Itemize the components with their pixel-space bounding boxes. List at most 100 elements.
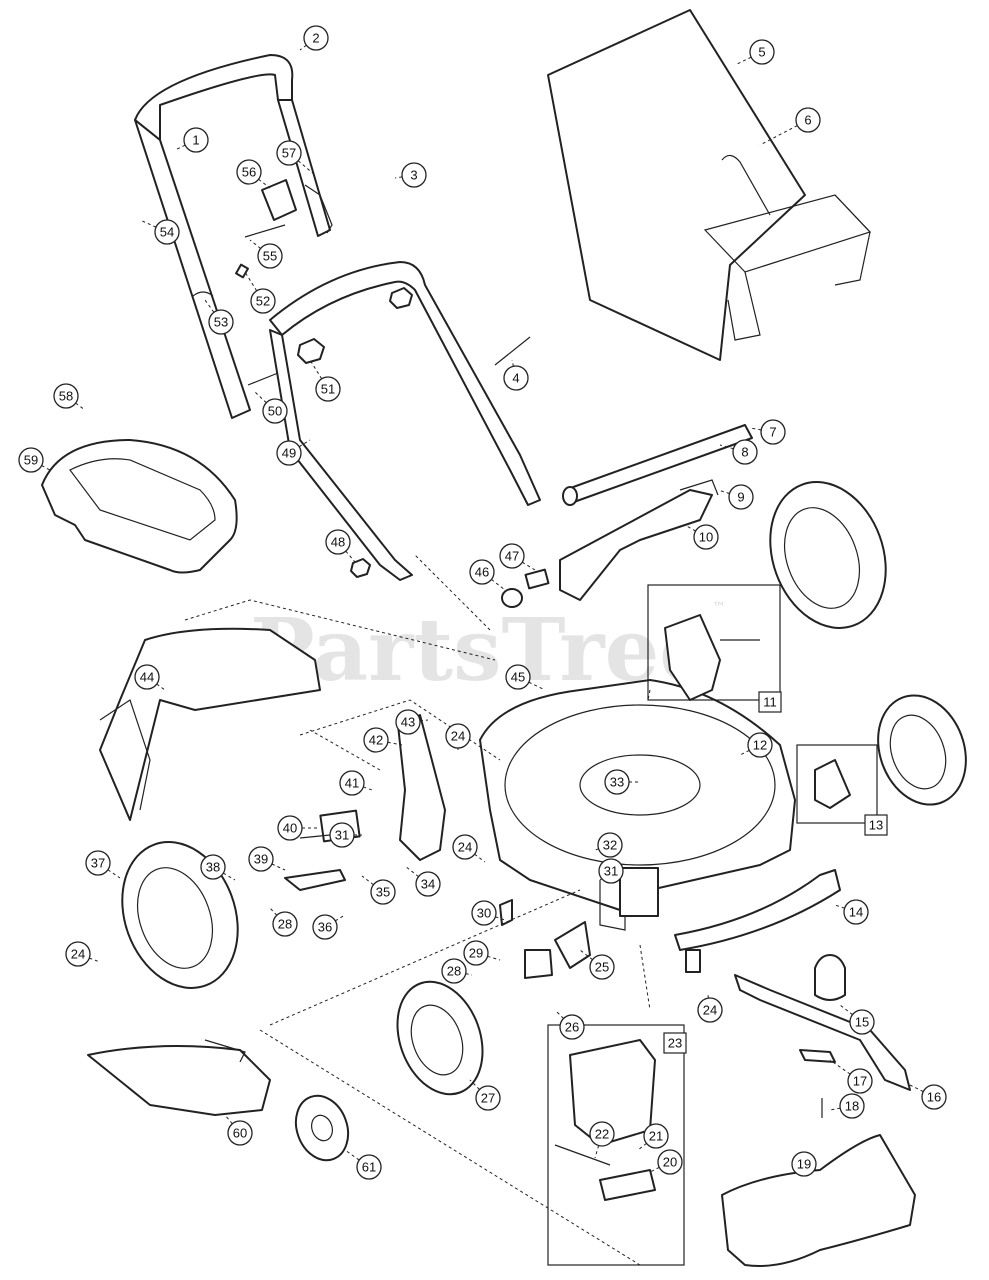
callout-label: 27	[481, 1091, 495, 1106]
callout-46: 46	[469, 559, 506, 591]
callout-circle	[415, 871, 441, 897]
adjuster-parts	[501, 568, 550, 608]
callout-leader	[834, 904, 857, 913]
callout-label: 39	[254, 852, 268, 867]
callout-35: 35	[361, 875, 396, 905]
callout-label: 33	[610, 775, 624, 790]
callout-21: 21	[637, 1123, 669, 1151]
callout-circle	[339, 770, 365, 796]
callout-31b: 31	[598, 858, 624, 884]
callout-label: 7	[769, 425, 776, 440]
callout-leader	[375, 739, 403, 746]
callout-circle	[356, 1154, 382, 1180]
callout-leader	[174, 139, 197, 151]
callout-leader	[139, 219, 168, 233]
callout-34: 34	[404, 865, 441, 897]
callout-circle	[499, 543, 525, 569]
callout-leader	[909, 1084, 935, 1098]
callout-leader	[324, 914, 346, 928]
callout-circle	[849, 1009, 875, 1035]
callout-label: 38	[206, 860, 220, 875]
callout-40: 40	[277, 815, 318, 841]
callout-leader	[734, 51, 763, 66]
callout-label: 24	[703, 1003, 717, 1018]
callout-circle	[272, 911, 298, 937]
callout-29: 29	[463, 940, 501, 966]
boxed-callout-label: 23	[668, 1036, 682, 1051]
boxed-callout-label: 13	[869, 818, 883, 833]
callout-leader	[749, 427, 774, 433]
side-discharge-chute	[87, 1039, 271, 1116]
callout-circle	[843, 899, 869, 925]
callout-label: 51	[321, 382, 335, 397]
callout-52: 52	[244, 271, 276, 314]
callout-56: 56	[236, 159, 271, 189]
callout-circle	[200, 854, 226, 880]
callout-circle	[262, 398, 288, 424]
callout-circle	[921, 1084, 947, 1110]
callout-leader	[517, 676, 546, 691]
callout-circle	[154, 219, 180, 245]
callout-leader	[361, 875, 384, 893]
callout-label: 10	[699, 530, 713, 545]
callout-leader	[719, 444, 746, 453]
callout-label: 31	[335, 828, 349, 843]
lower-handle	[269, 261, 541, 581]
callouts-layer: 1234567891012141516171819202122242424242…	[18, 25, 947, 1180]
callout-19: 19	[791, 1151, 821, 1177]
callout-circle	[643, 1123, 669, 1149]
callout-circle	[236, 159, 262, 185]
callout-leader	[483, 912, 506, 921]
bag-frame	[703, 154, 872, 341]
callout-circle	[134, 664, 160, 690]
boxed-callout-label: 11	[763, 695, 777, 710]
callout-label: 18	[845, 1099, 859, 1114]
mower-blade	[734, 974, 911, 1091]
callout-circle	[795, 107, 821, 133]
callout-54: 54	[139, 219, 180, 245]
callout-label: 14	[849, 905, 863, 920]
callout-circle	[598, 858, 624, 884]
callout-circle	[395, 709, 421, 735]
callout-circle	[53, 383, 79, 409]
callout-27: 27	[469, 1079, 501, 1111]
callout-label: 24	[451, 729, 465, 744]
callout-label: 59	[24, 453, 38, 468]
callout-label: 50	[268, 404, 282, 419]
callout-leader	[249, 239, 271, 257]
callout-leader	[248, 171, 271, 189]
callout-label: 1	[192, 133, 199, 148]
callout-53: 53	[204, 299, 234, 335]
callout-label: 19	[797, 1157, 811, 1172]
callout-circle	[728, 484, 754, 510]
callout-label: 46	[475, 565, 489, 580]
callout-circle	[277, 815, 303, 841]
callout-leader	[337, 541, 356, 563]
callout-5: 5	[734, 39, 775, 66]
callout-circle	[85, 850, 111, 876]
callout-6: 6	[759, 107, 821, 146]
callout-leader	[344, 1149, 370, 1168]
callout-label: 26	[565, 1020, 579, 1035]
callout-24c: 24	[65, 941, 101, 967]
callout-label: 12	[753, 738, 767, 753]
callout-39: 39	[248, 846, 286, 872]
callout-49: 49	[276, 439, 311, 466]
callout-14: 14	[834, 899, 869, 925]
callout-circle	[475, 1085, 501, 1111]
callout-37: 37	[85, 850, 121, 879]
callout-leader	[839, 1004, 863, 1023]
callout-circle	[370, 879, 396, 905]
boxed-callout-frame	[663, 1032, 687, 1054]
callout-circle	[463, 940, 489, 966]
callout-57: 57	[276, 140, 316, 176]
callout-circle	[315, 376, 341, 402]
callout-label: 47	[505, 549, 519, 564]
callout-leader	[649, 1161, 671, 1173]
callout-label: 21	[649, 1129, 663, 1144]
wheel-front-left	[121, 841, 239, 989]
callout-circle	[363, 727, 389, 753]
control-bar-parts	[192, 179, 531, 386]
